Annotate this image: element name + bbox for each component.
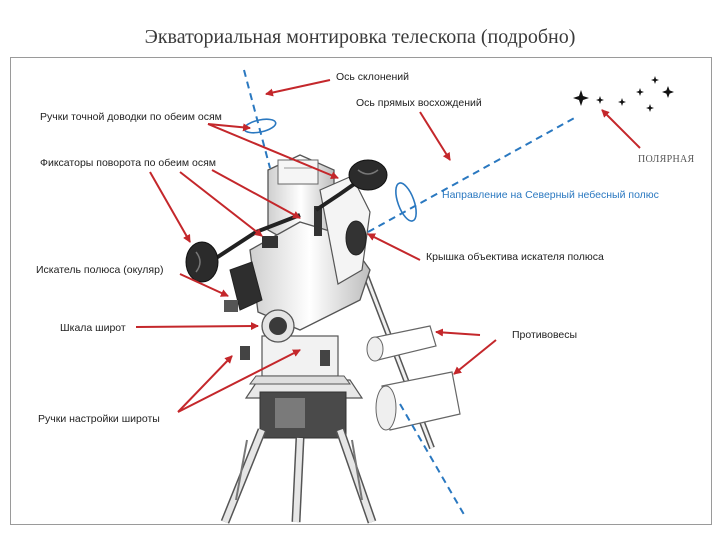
declination-axis <box>243 69 277 169</box>
label-latitude-scale: Шкала широт <box>60 322 126 334</box>
counterweight-upper <box>366 325 437 362</box>
label-ncp-direction: Направление на Северный небесный полюс <box>442 189 659 201</box>
label-ra-axis: Ось прямых восхождений <box>356 97 482 109</box>
label-polar-finder: Искатель полюса (окуляр) <box>36 264 163 276</box>
page-title: Экваториальная монтировка телескопа (под… <box>144 26 576 48</box>
label-polaris: ПОЛЯРНАЯ <box>638 154 695 165</box>
label-locks: Фиксаторы поворота по обеим осям <box>40 157 216 169</box>
ra-axis <box>367 115 579 519</box>
label-slow-motion: Ручки точной доводки по обеим осям <box>40 111 222 123</box>
slow-motion-knob-right <box>348 159 388 191</box>
slow-motion-knob-left <box>185 241 219 283</box>
tripod <box>220 379 377 524</box>
mount-head <box>224 154 371 385</box>
label-finder-cap: Крышка объектива искателя полюса <box>426 251 604 263</box>
label-dec-axis: Ось склонений <box>336 71 409 83</box>
counterweight-lower <box>375 371 461 431</box>
label-counterweights: Противовесы <box>512 329 577 341</box>
star-field <box>573 76 674 112</box>
label-latitude-knobs: Ручки настройки широты <box>38 413 160 425</box>
callout-arrows <box>135 79 641 413</box>
